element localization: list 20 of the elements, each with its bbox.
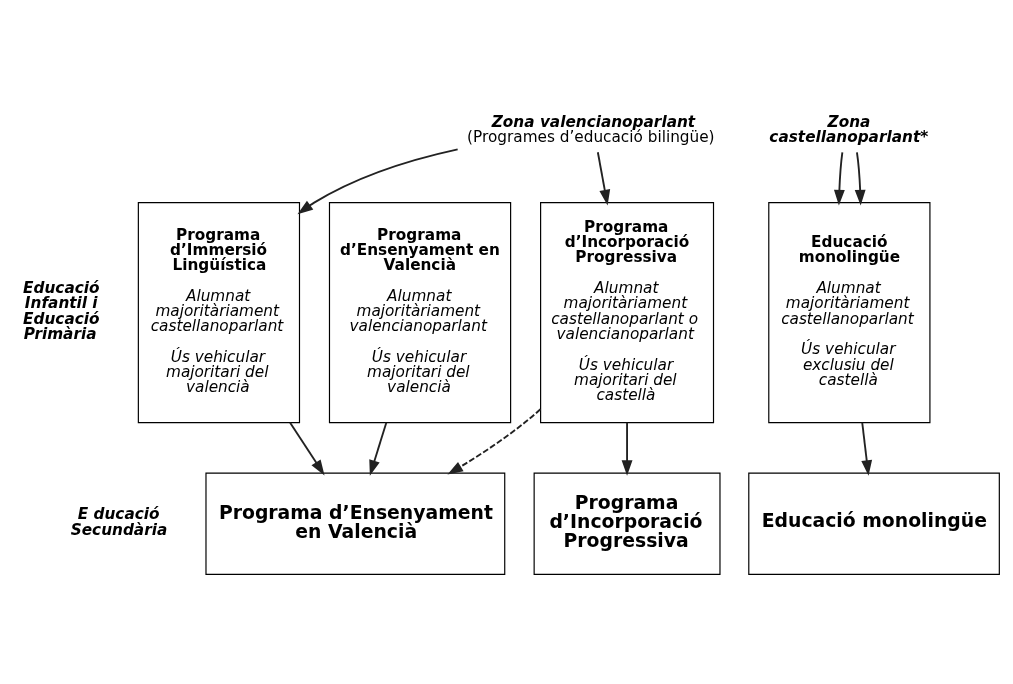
arrow — [861, 421, 873, 476]
arrow — [297, 148, 459, 215]
label: Educació Infantil i Educació Primària — [23, 279, 100, 343]
node-box: Educació monolingüe — [748, 472, 1000, 575]
node-box: Programa d’Ensenyament en Valencià Alumnat majoritàriament valencianoparlant Ús vehicular majoritari del valencià — [328, 202, 512, 424]
arrow — [447, 408, 542, 475]
node-box: Educació monolingüe Alumnat majoritàriament castellanoparlant Ús vehicular exclusiu del castellà — [768, 202, 931, 424]
node-box: Programa d’Incorporació Progressiva — [533, 472, 721, 575]
arrow — [833, 151, 845, 206]
node-text: Zona valencianoparlant (Programes d’educació bilingüe) — [467, 112, 715, 146]
arrow — [369, 421, 388, 476]
node-box: Programa d’Immersió Lingüística Alumnat majoritàriament castellanoparlant Ús vehicular majoritari del valencià — [137, 202, 301, 424]
label: E ducació Secundària — [70, 505, 168, 539]
arrow — [854, 151, 866, 206]
node-box: Programa d’Incorporació Progressiva Alumnat majoritàriament castellanoparlant o valencianoparlant Ús vehicular majoritari del castellà — [540, 202, 715, 424]
node-text: Zona castellanoparlant* — [769, 112, 929, 146]
arrow — [596, 151, 611, 206]
arrow — [621, 421, 633, 476]
node-box: Programa d’Ensenyament en Valencià — [205, 472, 506, 575]
arrow — [289, 421, 325, 476]
